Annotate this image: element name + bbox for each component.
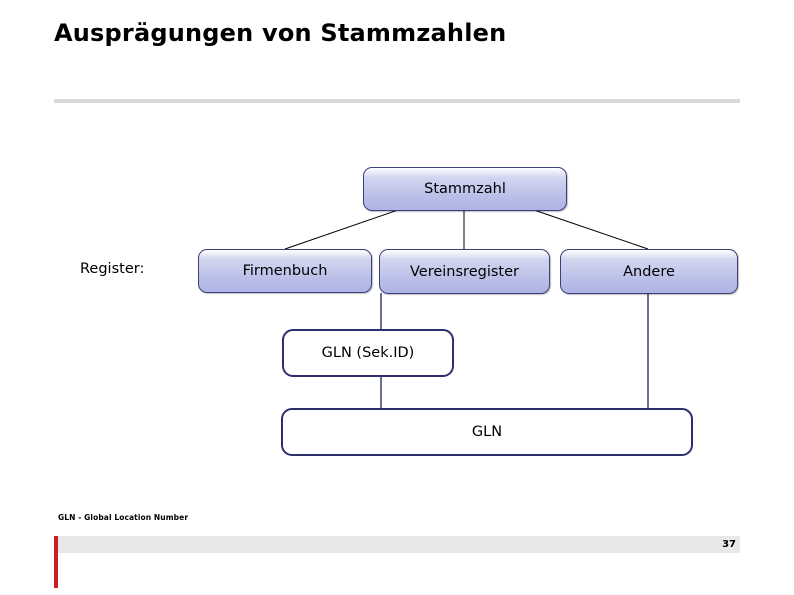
node-gln-sekid-label: GLN (Sek.ID) [321, 345, 415, 361]
node-gln-sekid[interactable]: GLN (Sek.ID) [282, 329, 454, 377]
page-title: Ausprägungen von Stammzahlen [54, 19, 507, 47]
footer-bar [54, 536, 740, 553]
footer-accent-bar [54, 536, 58, 588]
node-andere[interactable]: Andere [560, 249, 738, 294]
node-vereinsregister[interactable]: Vereinsregister [379, 249, 550, 294]
node-stammzahl-label: Stammzahl [424, 181, 506, 197]
node-stammzahl[interactable]: Stammzahl [363, 167, 567, 211]
node-gln-label: GLN [471, 424, 503, 440]
footnote: GLN - Global Location Number [58, 513, 189, 522]
title-divider [54, 99, 740, 103]
node-firmenbuch[interactable]: Firmenbuch [198, 249, 372, 293]
node-gln[interactable]: GLN [281, 408, 693, 456]
node-vereinsregister-label: Vereinsregister [410, 263, 519, 280]
register-label: Register: [80, 261, 145, 277]
node-firmenbuch-label: Firmenbuch [242, 263, 328, 279]
node-andere-label: Andere [623, 263, 675, 280]
page-number: 37 [722, 539, 736, 550]
